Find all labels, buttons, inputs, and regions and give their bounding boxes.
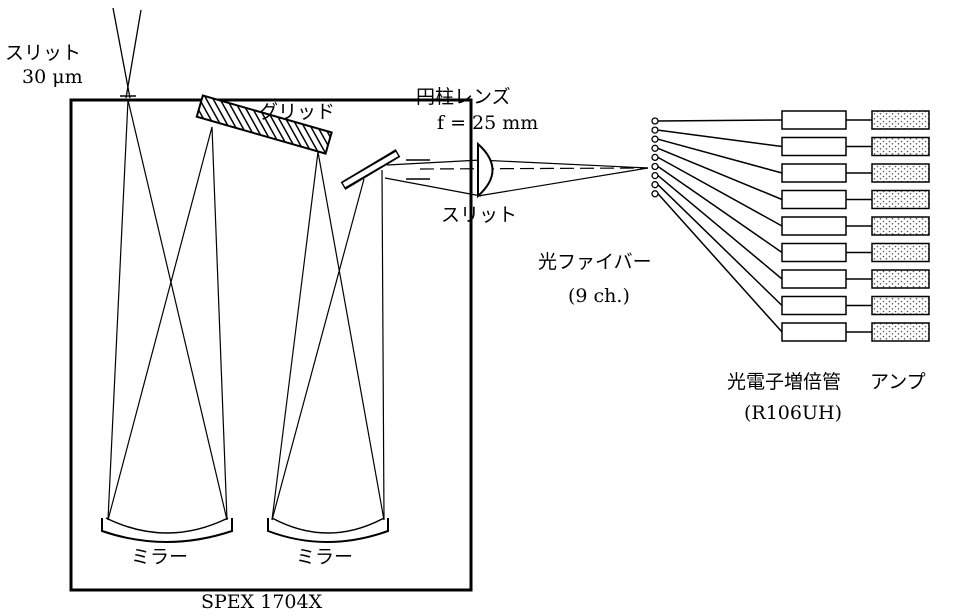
amp-label: アンプ <box>870 371 926 393</box>
entrance-slit-label: スリット <box>5 42 82 64</box>
internal-beam-paths <box>107 99 385 521</box>
amplifier-box <box>871 216 930 236</box>
fiber-line <box>657 184 783 307</box>
pmt-box <box>781 295 847 316</box>
spectrometer-housing <box>69 98 473 592</box>
fiber-line <box>657 175 783 280</box>
mirror-right-shape <box>267 517 389 543</box>
fiber-line <box>657 119 783 122</box>
entrance-slit-width-label: 30 μm <box>22 66 83 88</box>
amplifier-box <box>871 163 930 183</box>
exit-slit-label: スリット <box>441 204 518 226</box>
output-beam <box>384 159 649 197</box>
fiber-line <box>657 129 783 148</box>
amplifier-box <box>871 295 930 316</box>
spectrometer-model-label: SPEX 1704X <box>201 591 323 613</box>
pmt-box <box>781 163 847 183</box>
entrance-slit-rays <box>112 7 142 99</box>
amplifier-box <box>871 189 930 210</box>
fiber-end <box>651 135 659 143</box>
pmt-box <box>781 269 847 289</box>
fiber-line <box>657 147 783 201</box>
fiber-label: 光ファイバー <box>538 251 652 273</box>
exit-slit-mark-icon <box>406 159 430 180</box>
amplifier-box <box>871 269 930 289</box>
fiber-line <box>657 156 783 227</box>
fiber-channels-label: (9 ch.) <box>568 285 630 307</box>
grating-label: グリッド <box>259 101 336 123</box>
fiber-end <box>651 190 659 198</box>
pmt-box <box>781 216 847 236</box>
fiber-line <box>657 138 783 174</box>
entrance-slit-mark-icon <box>120 95 136 101</box>
cylindrical-lens-focal-label: f = 25 mm <box>437 112 539 134</box>
mirror-right-label: ミラー <box>296 546 354 568</box>
fiber-end <box>651 181 659 189</box>
mirror-left-shape <box>101 517 233 543</box>
amplifier-box <box>871 110 930 130</box>
pmt-box <box>781 242 847 263</box>
grating <box>195 94 333 155</box>
amplifier-box <box>871 322 930 342</box>
pmt-label: 光電子増倍管 <box>727 371 842 393</box>
channel-array <box>651 110 930 342</box>
mirror-left-label: ミラー <box>131 546 189 568</box>
pmt-box <box>781 322 847 342</box>
pmt-box <box>781 189 847 210</box>
fiber-end <box>651 162 659 171</box>
fiber-line <box>657 165 783 254</box>
fiber-end <box>651 117 659 125</box>
amplifier-box <box>871 136 930 157</box>
pmt-box <box>781 110 847 130</box>
amplifier-box <box>871 242 930 263</box>
cylindrical-lens <box>477 141 494 199</box>
fiber-end <box>651 144 659 152</box>
fiber-end <box>651 126 659 134</box>
fiber-end <box>651 153 659 162</box>
fiber-end <box>651 171 659 180</box>
pmt-box <box>781 136 847 157</box>
pmt-model-label: (R106UH) <box>744 402 842 424</box>
cylindrical-lens-label: 円柱レンズ <box>416 86 511 108</box>
fiber-line <box>657 193 783 333</box>
